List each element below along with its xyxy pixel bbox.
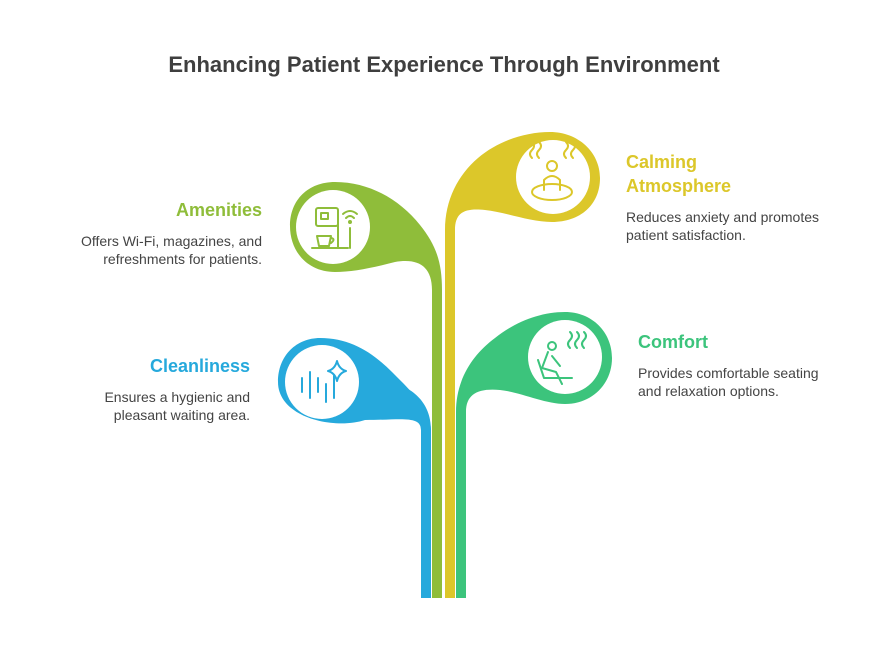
amenities-branch (290, 182, 442, 598)
comfort-block: Comfort Provides comfortable seating and… (638, 330, 838, 400)
amenities-block: Amenities Offers Wi-Fi, magazines, and r… (60, 198, 262, 268)
sparkle-clean-icon (301, 360, 347, 403)
cleanliness-description: Ensures a hygienic and pleasant waiting … (104, 389, 250, 423)
calming-description: Reduces anxiety and promotes patient sat… (626, 209, 819, 243)
comfort-description: Provides comfortable seating and relaxat… (638, 365, 819, 399)
comfort-heading: Comfort (638, 332, 708, 352)
page-title: Enhancing Patient Experience Through Env… (168, 52, 720, 77)
calming-branch (445, 132, 600, 598)
cleanliness-icon-circle (285, 345, 359, 419)
comfort-branch (456, 312, 612, 598)
amenities-description: Offers Wi-Fi, magazines, and refreshment… (80, 233, 262, 267)
calming-heading: Calming Atmosphere (626, 152, 732, 196)
cleanliness-block: Cleanliness Ensures a hygienic and pleas… (60, 354, 250, 424)
cleanliness-branch (278, 338, 431, 598)
cleanliness-heading: Cleanliness (149, 356, 250, 376)
reclining-person-icon (537, 331, 587, 385)
calming-block: Calming Atmosphere Reduces anxiety and p… (626, 150, 826, 244)
comfort-icon-circle (528, 320, 602, 394)
coffee-machine-wifi-icon (311, 207, 358, 249)
relaxing-person-steam-icon (529, 141, 576, 201)
amenities-heading: Amenities (175, 200, 262, 220)
